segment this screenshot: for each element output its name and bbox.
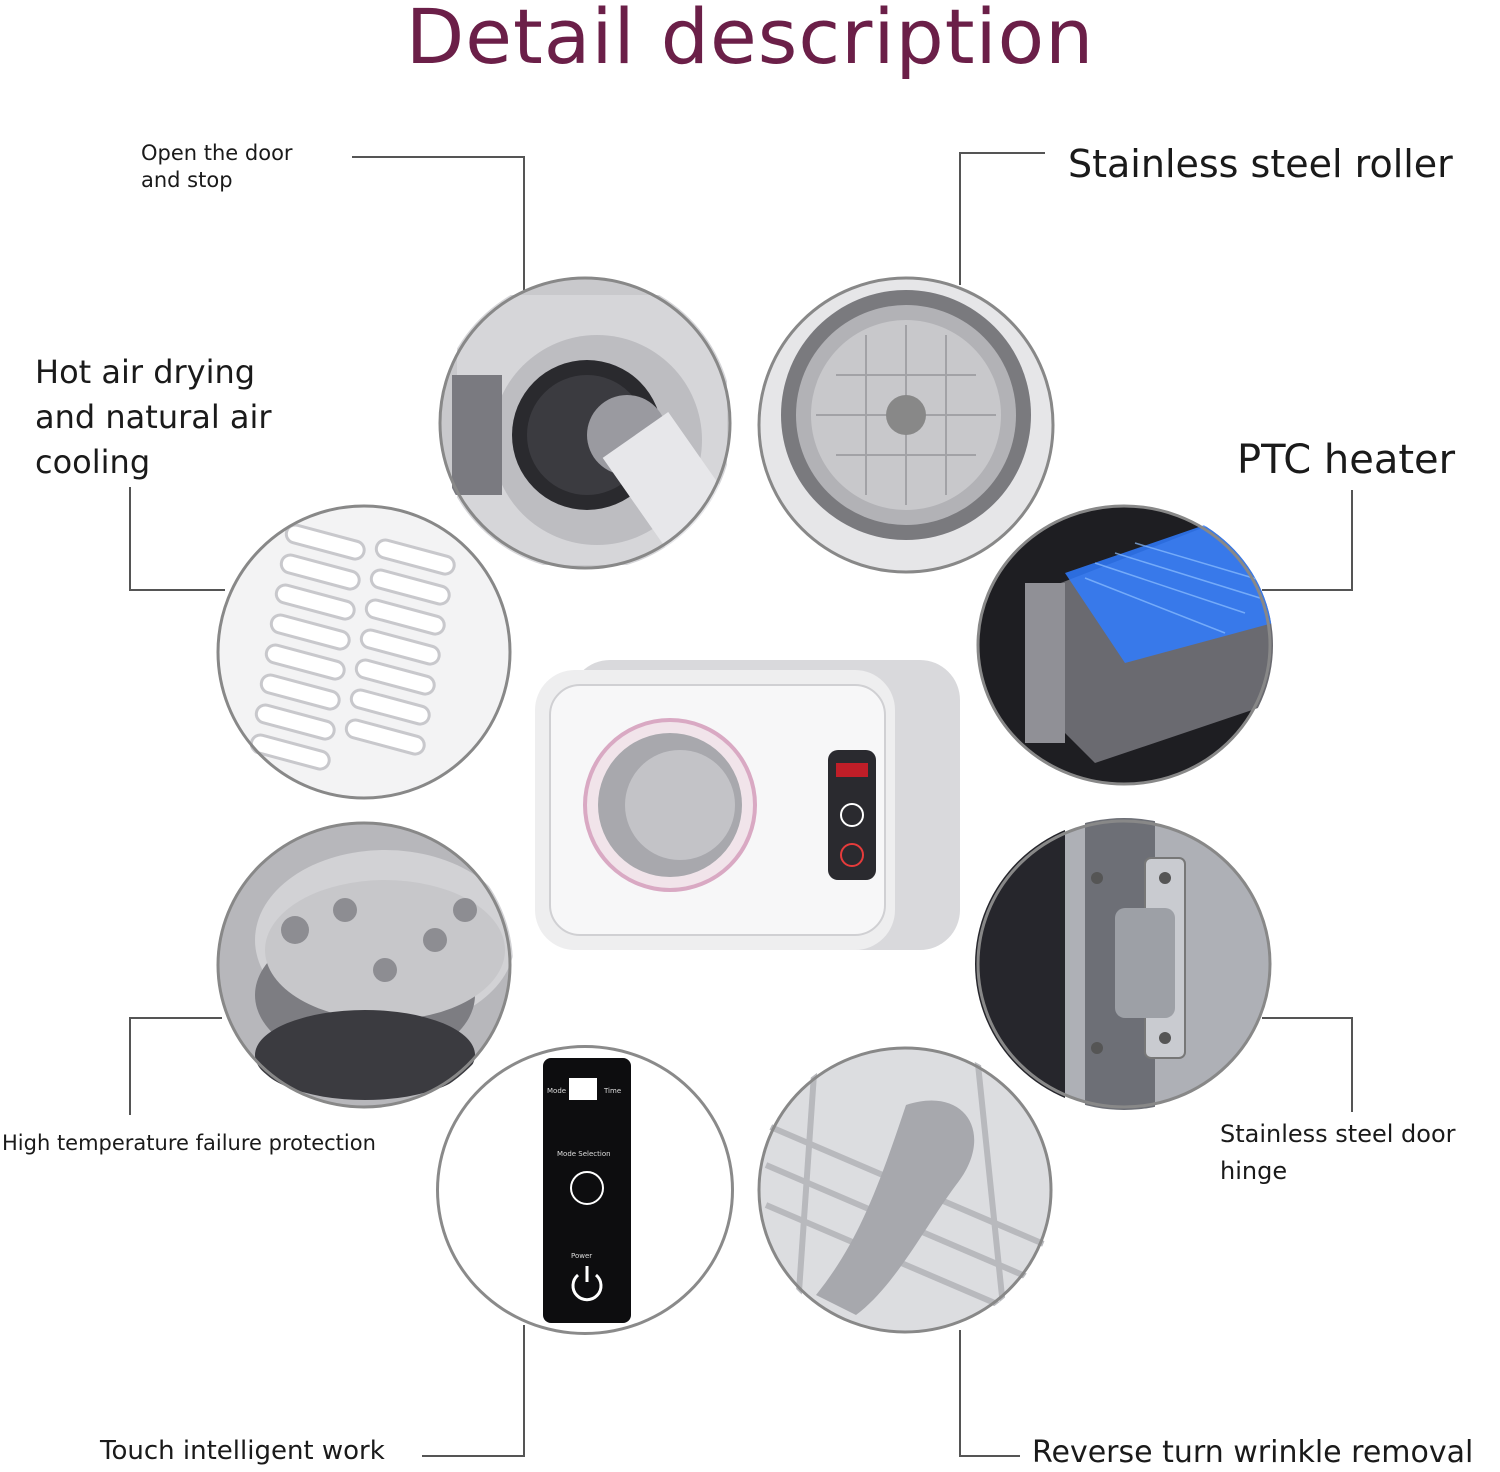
mode-selection-icon — [570, 1171, 604, 1205]
page-title: Detail description — [405, 0, 1095, 81]
time-label: Time — [603, 1087, 621, 1095]
label-touch: Touch intelligent work — [100, 1436, 385, 1466]
label-open-door: Open the door and stop — [141, 141, 293, 193]
door-open-photo — [437, 275, 733, 571]
mode-label: Mode — [547, 1087, 566, 1095]
power-label: Power — [571, 1252, 592, 1260]
label-ptc-heater: PTC heater — [1237, 437, 1456, 483]
label-high-temp: High temperature failure protection — [2, 1131, 376, 1155]
ptc-heater-photo — [975, 503, 1273, 788]
door-hinge-photo — [975, 818, 1273, 1110]
label-steel-roller: Stainless steel roller — [1068, 142, 1453, 186]
dryer-product-image — [535, 660, 960, 950]
drum-paddle-photo — [756, 1045, 1054, 1335]
thermostat-photo — [215, 820, 513, 1110]
label-reverse-turn: Reverse turn wrinkle removal — [1032, 1435, 1474, 1470]
steel-roller-photo — [756, 275, 1056, 575]
air-vent-photo — [215, 503, 513, 801]
power-icon — [571, 1266, 603, 1302]
label-door-hinge: Stainless steel door hinge — [1220, 1120, 1456, 1185]
touch-panel-photo: Mode Time Mode Selection Power — [436, 1045, 734, 1335]
mode-selection-label: Mode Selection — [557, 1150, 611, 1158]
label-hot-air: Hot air drying and natural air cooling — [35, 353, 272, 481]
